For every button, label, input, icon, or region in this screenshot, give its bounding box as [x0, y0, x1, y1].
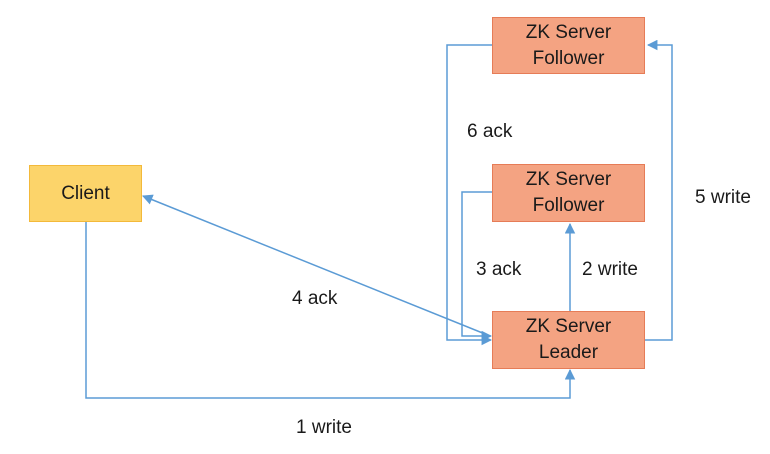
client-label: Client	[61, 182, 110, 204]
follower-top-line1: ZK Server	[525, 21, 612, 43]
edge-4-ack	[142, 194, 491, 337]
edge-label-1-write: 1 write	[296, 417, 352, 438]
edge-label-4-ack: 4 ack	[292, 288, 338, 309]
follower-mid-node: ZK Server Follower	[492, 164, 645, 222]
edge-label-3-ack: 3 ack	[476, 259, 522, 280]
edge-1-write	[85, 222, 576, 399]
leader-line2: Leader	[538, 342, 599, 363]
follower-mid-line1: ZK Server	[525, 169, 612, 190]
edge-5-write	[645, 39, 673, 341]
edge-3-ack	[461, 191, 493, 342]
edge-label-6-ack: 6 ack	[467, 121, 513, 142]
edge-label-5-write: 5 write	[695, 187, 751, 208]
follower-top-node: ZK Server Follower	[492, 17, 645, 74]
edge-6-ack	[446, 44, 493, 346]
edge-label-2-write: 2 write	[582, 259, 638, 280]
follower-mid-line2: Follower	[532, 195, 605, 216]
leader-line1: ZK Server	[525, 316, 612, 337]
leader-node: ZK Server Leader	[492, 311, 645, 369]
follower-top-line2: Follower	[532, 47, 605, 69]
client-node: Client	[29, 165, 142, 222]
